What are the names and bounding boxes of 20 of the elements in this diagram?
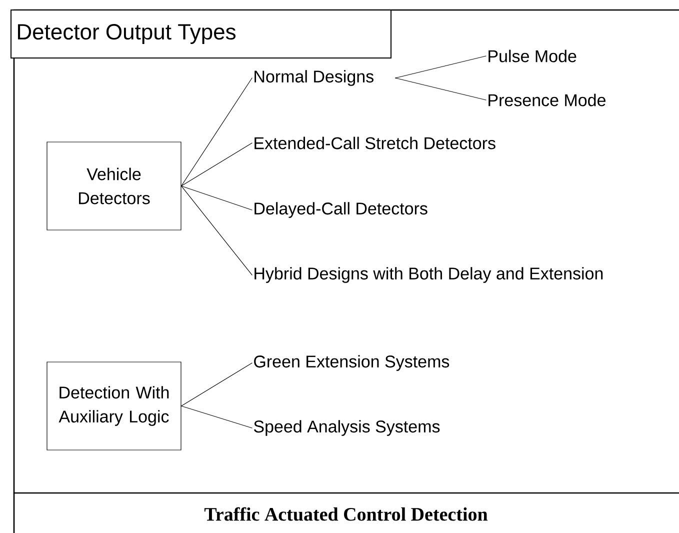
caption: Traffic Actuated Control Detection: [204, 507, 488, 521]
item-label: Green Extension Systems: [254, 355, 450, 371]
item-label: Hybrid Designs with Both Delay and Extension: [254, 267, 603, 283]
item-label: Pulse Mode: [488, 50, 576, 62]
item-label: Presence Mode: [488, 94, 606, 106]
category-box: Detection With Auxiliary Logic: [46, 362, 182, 450]
connector-line: [395, 56, 486, 78]
connector-line: [181, 78, 252, 186]
item-label: Speed Analysis Systems: [254, 420, 440, 436]
category-box: Vehicle Detectors: [46, 142, 182, 230]
title-box: Detector Output Types: [10, 10, 392, 58]
connector-line: [181, 406, 252, 428]
connector-line: [181, 142, 252, 186]
item-label: Delayed-Call Detectors: [254, 202, 428, 218]
connector-line: [181, 186, 252, 210]
connector-line: [395, 78, 486, 100]
item-label: Normal Designs: [254, 70, 374, 86]
connector-line: [181, 186, 252, 276]
item-label: Extended-Call Stretch Detectors: [254, 136, 496, 150]
connector-line: [181, 362, 252, 406]
